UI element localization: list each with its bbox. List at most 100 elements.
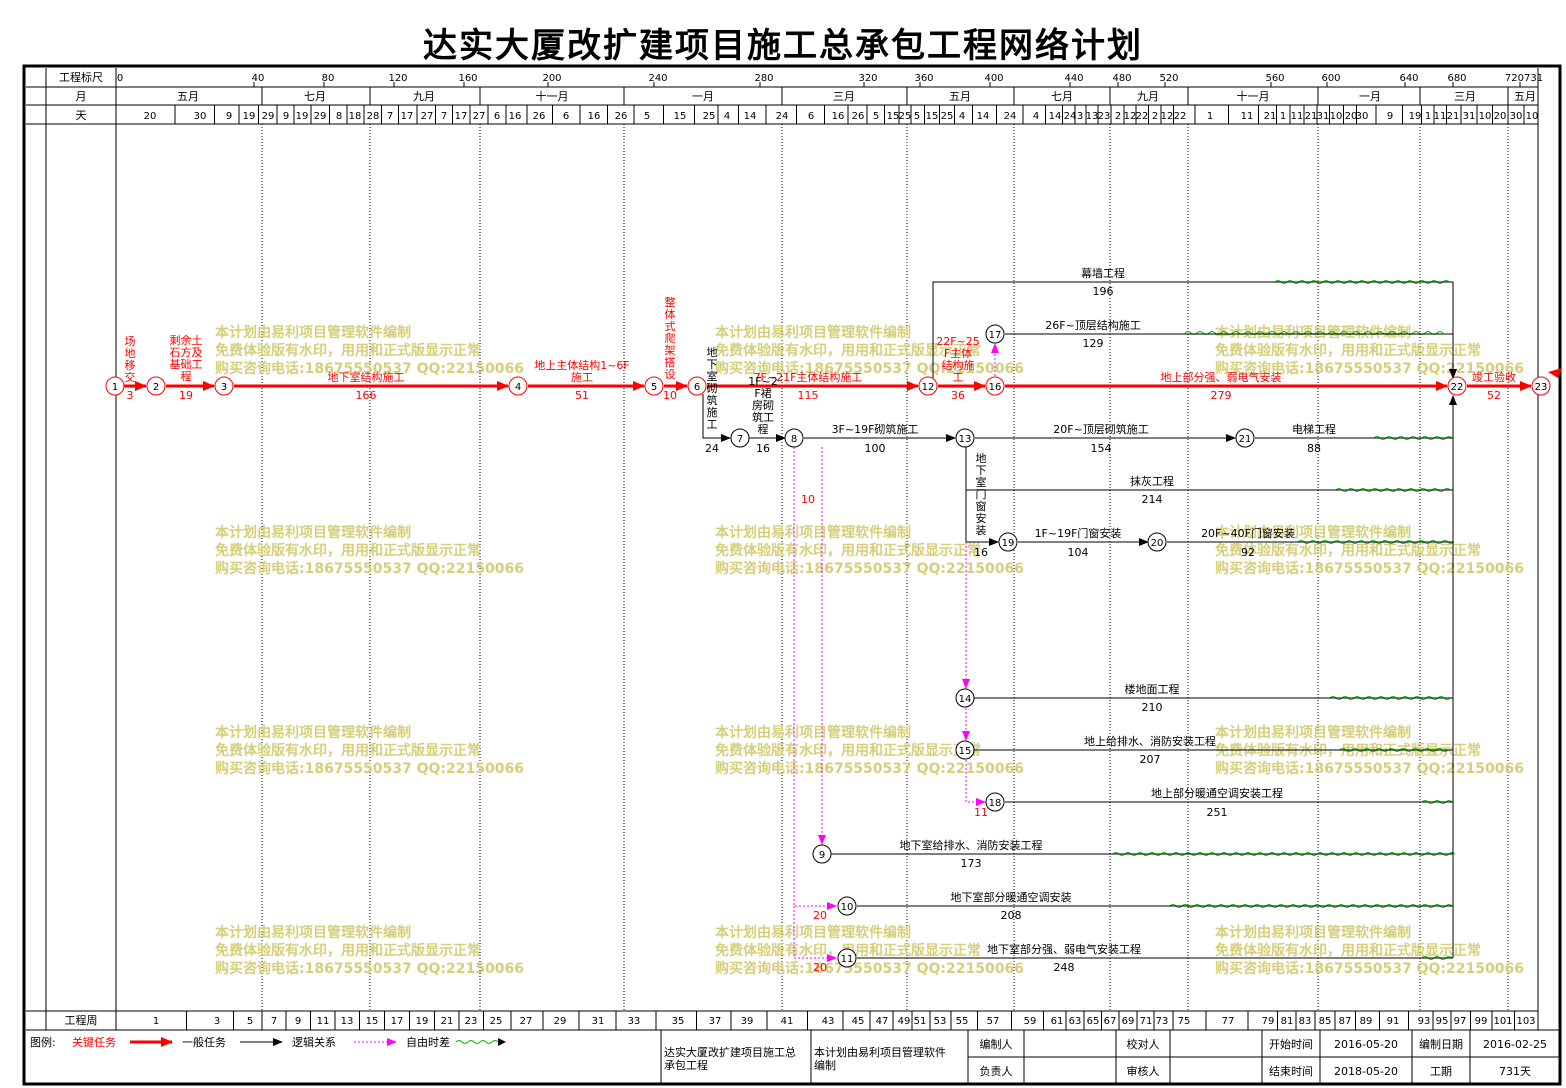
footer-checker-label: 校对人 — [1127, 1037, 1160, 1051]
task-duration-18: 104 — [1068, 546, 1089, 559]
node-14 — [955, 688, 975, 708]
scale-tick-4: 160 — [458, 73, 477, 84]
node-label-18: 18 — [989, 798, 1002, 809]
week-5: 11 — [317, 1016, 330, 1027]
day-2: 9 — [226, 111, 232, 122]
week-47: 95 — [1436, 1016, 1449, 1027]
day-30: 16 — [832, 111, 845, 122]
watermark-line: 免费体验版有水印，用用和正式版显示正常 — [215, 342, 481, 359]
node-label-2: 2 — [153, 382, 159, 393]
day-61: 20 — [1345, 111, 1358, 122]
week-32: 65 — [1087, 1016, 1100, 1027]
scale-tick-13: 520 — [1159, 73, 1178, 84]
node-17 — [985, 324, 1005, 344]
node-5 — [644, 376, 664, 396]
footer-date-label: 编制日期 — [1419, 1037, 1463, 1051]
task-duration-10: 129 — [1083, 337, 1104, 350]
task-duration-4: 10 — [663, 389, 677, 402]
watermark-line: 购买咨询电话:18675550537 QQ:22150066 — [1215, 360, 1524, 377]
node-16 — [985, 376, 1005, 396]
scale-tick-0: 0 — [117, 73, 123, 84]
watermark-line: 免费体验版有水印，用用和正式版显示正常 — [215, 742, 481, 759]
node-label-22: 22 — [1451, 382, 1464, 393]
task-name-8: 竣工验收 — [1472, 370, 1516, 384]
watermark-line: 免费体验版有水印，用用和正式版显示正常 — [1215, 542, 1481, 559]
day-72: 10 — [1526, 111, 1539, 122]
footer-compiler-label: 编制人 — [980, 1037, 1013, 1051]
day-52: 22 — [1174, 111, 1187, 122]
task-duration-22: 251 — [1207, 806, 1228, 819]
task-name-17-char: 下 — [976, 464, 987, 477]
task-name-3-l2: 施工 — [571, 371, 593, 384]
day-18: 16 — [509, 111, 522, 122]
task-name-6-l2: F主体 — [944, 346, 972, 360]
day-6: 19 — [296, 111, 309, 122]
node-label-21: 21 — [1239, 434, 1252, 445]
free-float-1: 11 — [974, 806, 988, 819]
day-58: 21 — [1305, 111, 1318, 122]
day-10: 28 — [367, 111, 380, 122]
watermark-line: 本计划由易利项目管理软件编制 — [1215, 724, 1411, 741]
scale-tick-14: 560 — [1265, 73, 1284, 84]
task-name-11-char: 地 — [707, 346, 718, 359]
task-duration-7: 279 — [1211, 389, 1232, 402]
node-label-5: 5 — [651, 382, 657, 393]
scale-tick-17: 680 — [1447, 73, 1466, 84]
task-duration-9: 196 — [1093, 285, 1114, 298]
week-31: 63 — [1069, 1016, 1082, 1027]
watermark-line: 免费体验版有水印，用用和正式版显示正常 — [715, 342, 981, 359]
month-cells: 五月七月九月十一月一月三月五月七月九月十一月一月三月五月 — [177, 87, 1536, 105]
legend-critical-label: 关键任务 — [72, 1035, 116, 1049]
day-53: 1 — [1207, 111, 1213, 122]
watermark-line: 购买咨询电话:18675550537 QQ:22150066 — [1215, 960, 1524, 977]
month-2: 九月 — [413, 90, 435, 103]
node-8 — [784, 428, 804, 448]
week-7: 15 — [366, 1016, 379, 1027]
scale-tick-5: 200 — [542, 73, 561, 84]
day-3: 19 — [243, 111, 256, 122]
day-13: 27 — [421, 111, 434, 122]
day-15: 17 — [455, 111, 468, 122]
day-12: 17 — [401, 111, 414, 122]
watermark-line: 购买咨询电话:18675550537 QQ:22150066 — [715, 360, 1024, 377]
week-0: 1 — [153, 1016, 159, 1027]
node-label-16: 16 — [989, 382, 1002, 393]
day-50: 2 — [1152, 111, 1158, 122]
task-name-4-char: 设 — [665, 368, 676, 381]
footer-responsible-label: 负责人 — [980, 1064, 1013, 1078]
day-45: 13 — [1086, 111, 1099, 122]
task-name-12-l5: 程 — [758, 423, 769, 436]
day-9: 18 — [349, 111, 362, 122]
day-51: 12 — [1161, 111, 1174, 122]
week-38: 77 — [1222, 1016, 1235, 1027]
task-name-2: 地下室结构施工 — [328, 370, 405, 384]
day-59: 31 — [1317, 111, 1330, 122]
day-48: 12 — [1124, 111, 1137, 122]
day-40: 24 — [1004, 111, 1017, 122]
week-4: 9 — [295, 1016, 301, 1027]
watermark-line: 免费体验版有水印，用用和正式版显示正常 — [715, 742, 981, 759]
legend-logic-label: 逻辑关系 — [292, 1035, 336, 1049]
day-46: 23 — [1098, 111, 1111, 122]
day-23: 5 — [644, 111, 650, 122]
week-25: 51 — [914, 1016, 927, 1027]
day-56: 1 — [1280, 111, 1286, 122]
day-31: 26 — [852, 111, 865, 122]
day-60: 10 — [1330, 111, 1343, 122]
legend-normal-label: 一般任务 — [182, 1036, 226, 1049]
finish-flag-icon — [1548, 368, 1562, 378]
week-17: 35 — [672, 1016, 685, 1027]
task-name-6-l1: 22F~25 — [936, 335, 980, 348]
footer-table — [660, 1030, 1560, 1084]
task-name-11-char: 室 — [707, 369, 718, 383]
free-float-3: 20 — [813, 961, 827, 974]
scale-tick-10: 400 — [984, 73, 1003, 84]
month-6: 五月 — [949, 90, 971, 103]
task-name-4-char: 式 — [665, 320, 676, 333]
week-39: 79 — [1262, 1016, 1275, 1027]
watermark-line: 本计划由易利项目管理软件编制 — [715, 924, 911, 941]
